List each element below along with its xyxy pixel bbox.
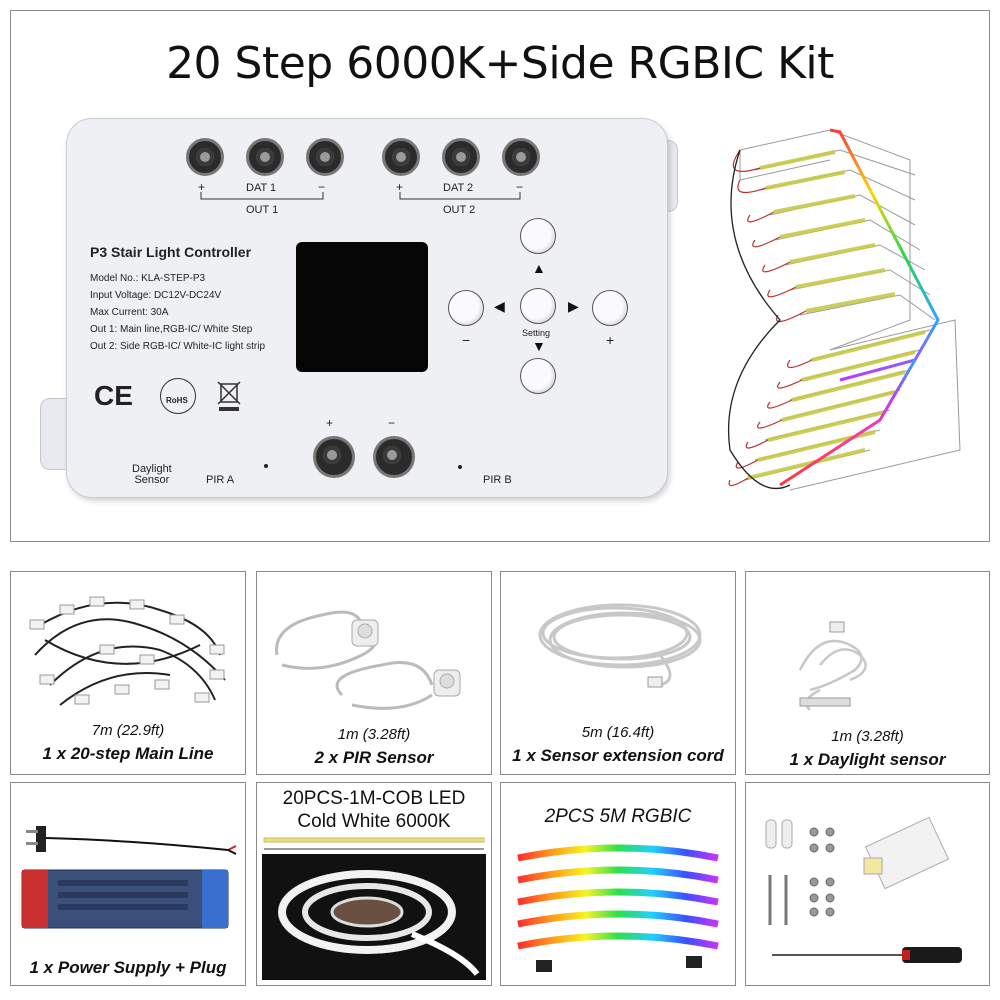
right-button[interactable] bbox=[592, 290, 628, 326]
rohs-label: RoHS bbox=[166, 396, 188, 405]
lcd-screen bbox=[296, 242, 428, 372]
arrow-up-icon: ▲ bbox=[532, 260, 546, 276]
out1-minus-label: − bbox=[318, 180, 326, 194]
cob-led-strip-image bbox=[262, 837, 486, 980]
pir-a-port bbox=[264, 464, 268, 468]
spec-voltage: Input Voltage: DC12V-DC24V bbox=[90, 290, 222, 301]
daylight-sensor-image bbox=[798, 621, 867, 711]
rohs-mark bbox=[160, 378, 196, 414]
terminal-out2-plus bbox=[382, 138, 420, 176]
stair-illustration bbox=[727, 128, 961, 491]
page-title: 20 Step 6000K+Side RGBIC Kit bbox=[166, 38, 834, 89]
daylight-sensor-label: 1 x Daylight sensor bbox=[789, 750, 946, 769]
terminal-out1-dat bbox=[246, 138, 284, 176]
ce-mark: CE bbox=[94, 380, 133, 411]
dat1-label: DAT 1 bbox=[246, 182, 277, 194]
extension-cord-size: 5m (16.4ft) bbox=[581, 724, 655, 741]
pir-b-label: PIR B bbox=[483, 474, 512, 486]
minus-button-label: − bbox=[462, 332, 471, 348]
cob-led-header-line1: 20PCS-1M-COB LED bbox=[282, 788, 466, 809]
arrow-down-icon: ▼ bbox=[532, 338, 546, 354]
power-supply-label: 1 x Power Supply + Plug bbox=[29, 958, 227, 977]
out2-label: OUT 2 bbox=[443, 204, 476, 216]
out1-plus-label: + bbox=[198, 180, 206, 194]
terminal-out1-plus bbox=[186, 138, 224, 176]
out2-minus-label: − bbox=[516, 180, 524, 194]
terminal-out1-minus bbox=[306, 138, 344, 176]
terminal-input-plus bbox=[313, 436, 355, 478]
out2-plus-label: + bbox=[396, 180, 404, 194]
dat2-label: DAT 2 bbox=[443, 182, 474, 194]
item-frame-main-line bbox=[10, 571, 246, 775]
controller-name: P3 Stair Light Controller bbox=[90, 244, 252, 260]
weee-bin-icon bbox=[217, 381, 241, 411]
arrow-right-icon: ▶ bbox=[568, 298, 579, 314]
rgbic-strip-image bbox=[517, 844, 719, 972]
rgbic-header: 2PCS 5M RGBIC bbox=[544, 806, 692, 827]
pir-a-label: PIR A bbox=[206, 474, 235, 486]
left-button[interactable] bbox=[448, 290, 484, 326]
spec-current: Max Current: 30A bbox=[90, 307, 169, 318]
terminal-out2-dat bbox=[442, 138, 480, 176]
pir-sensor-label: 2 x PIR Sensor bbox=[314, 748, 434, 767]
spec-out1: Out 1: Main line,RGB-IC/ White Step bbox=[90, 324, 253, 335]
out1-label: OUT 1 bbox=[246, 204, 279, 216]
setting-label: Setting bbox=[522, 328, 551, 338]
item-frame-rgbic-strip bbox=[500, 782, 736, 986]
input-plus-label: + bbox=[326, 416, 334, 430]
setting-button[interactable] bbox=[520, 288, 556, 324]
input-minus-label: − bbox=[388, 416, 396, 430]
main-line-size: 7m (22.9ft) bbox=[91, 722, 165, 739]
accessories-image bbox=[765, 816, 962, 963]
up-button[interactable] bbox=[520, 218, 556, 254]
pir-b-port bbox=[458, 465, 462, 469]
extension-cord-label: 1 x Sensor extension cord bbox=[512, 746, 724, 765]
plus-button-label: + bbox=[606, 332, 615, 348]
daylight-sensor-size: 1m (3.28ft) bbox=[831, 728, 904, 745]
cob-led-header-line2: Cold White 6000K bbox=[297, 811, 451, 832]
main-line-label: 1 x 20-step Main Line bbox=[42, 744, 214, 763]
extension-cord-image bbox=[538, 603, 702, 688]
daylight-sensor-label: Daylight Sensor bbox=[132, 463, 172, 486]
main-line-wire-bundle bbox=[29, 596, 226, 706]
pir-sensor-image bbox=[275, 610, 461, 710]
spec-out2: Out 2: Side RGB-IC/ White-IC light strip bbox=[90, 341, 266, 352]
down-button[interactable] bbox=[520, 358, 556, 394]
spec-model: Model No.: KLA-STEP-P3 bbox=[90, 273, 206, 284]
terminal-input-minus bbox=[373, 436, 415, 478]
pir-sensor-size: 1m (3.28ft) bbox=[337, 726, 411, 743]
item-frame-daylight-sensor bbox=[745, 571, 990, 775]
terminal-out2-minus bbox=[502, 138, 540, 176]
arrow-left-icon: ◀ bbox=[494, 298, 505, 314]
power-supply-image bbox=[21, 826, 237, 929]
